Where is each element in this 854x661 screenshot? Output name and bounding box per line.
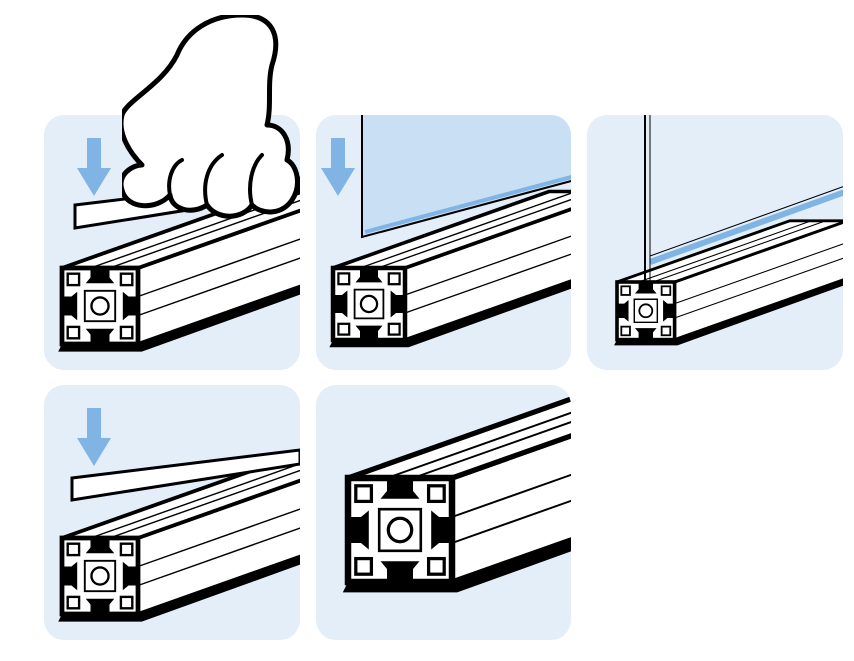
glass-pane-icon [361,115,571,239]
step-4-panel [44,385,300,640]
step-2-panel [316,115,571,370]
seal-strip [70,448,300,502]
hand-icon [121,15,297,216]
step-5-panel [316,385,571,640]
step-1-panel [44,15,300,370]
step-3-panel [587,115,843,370]
